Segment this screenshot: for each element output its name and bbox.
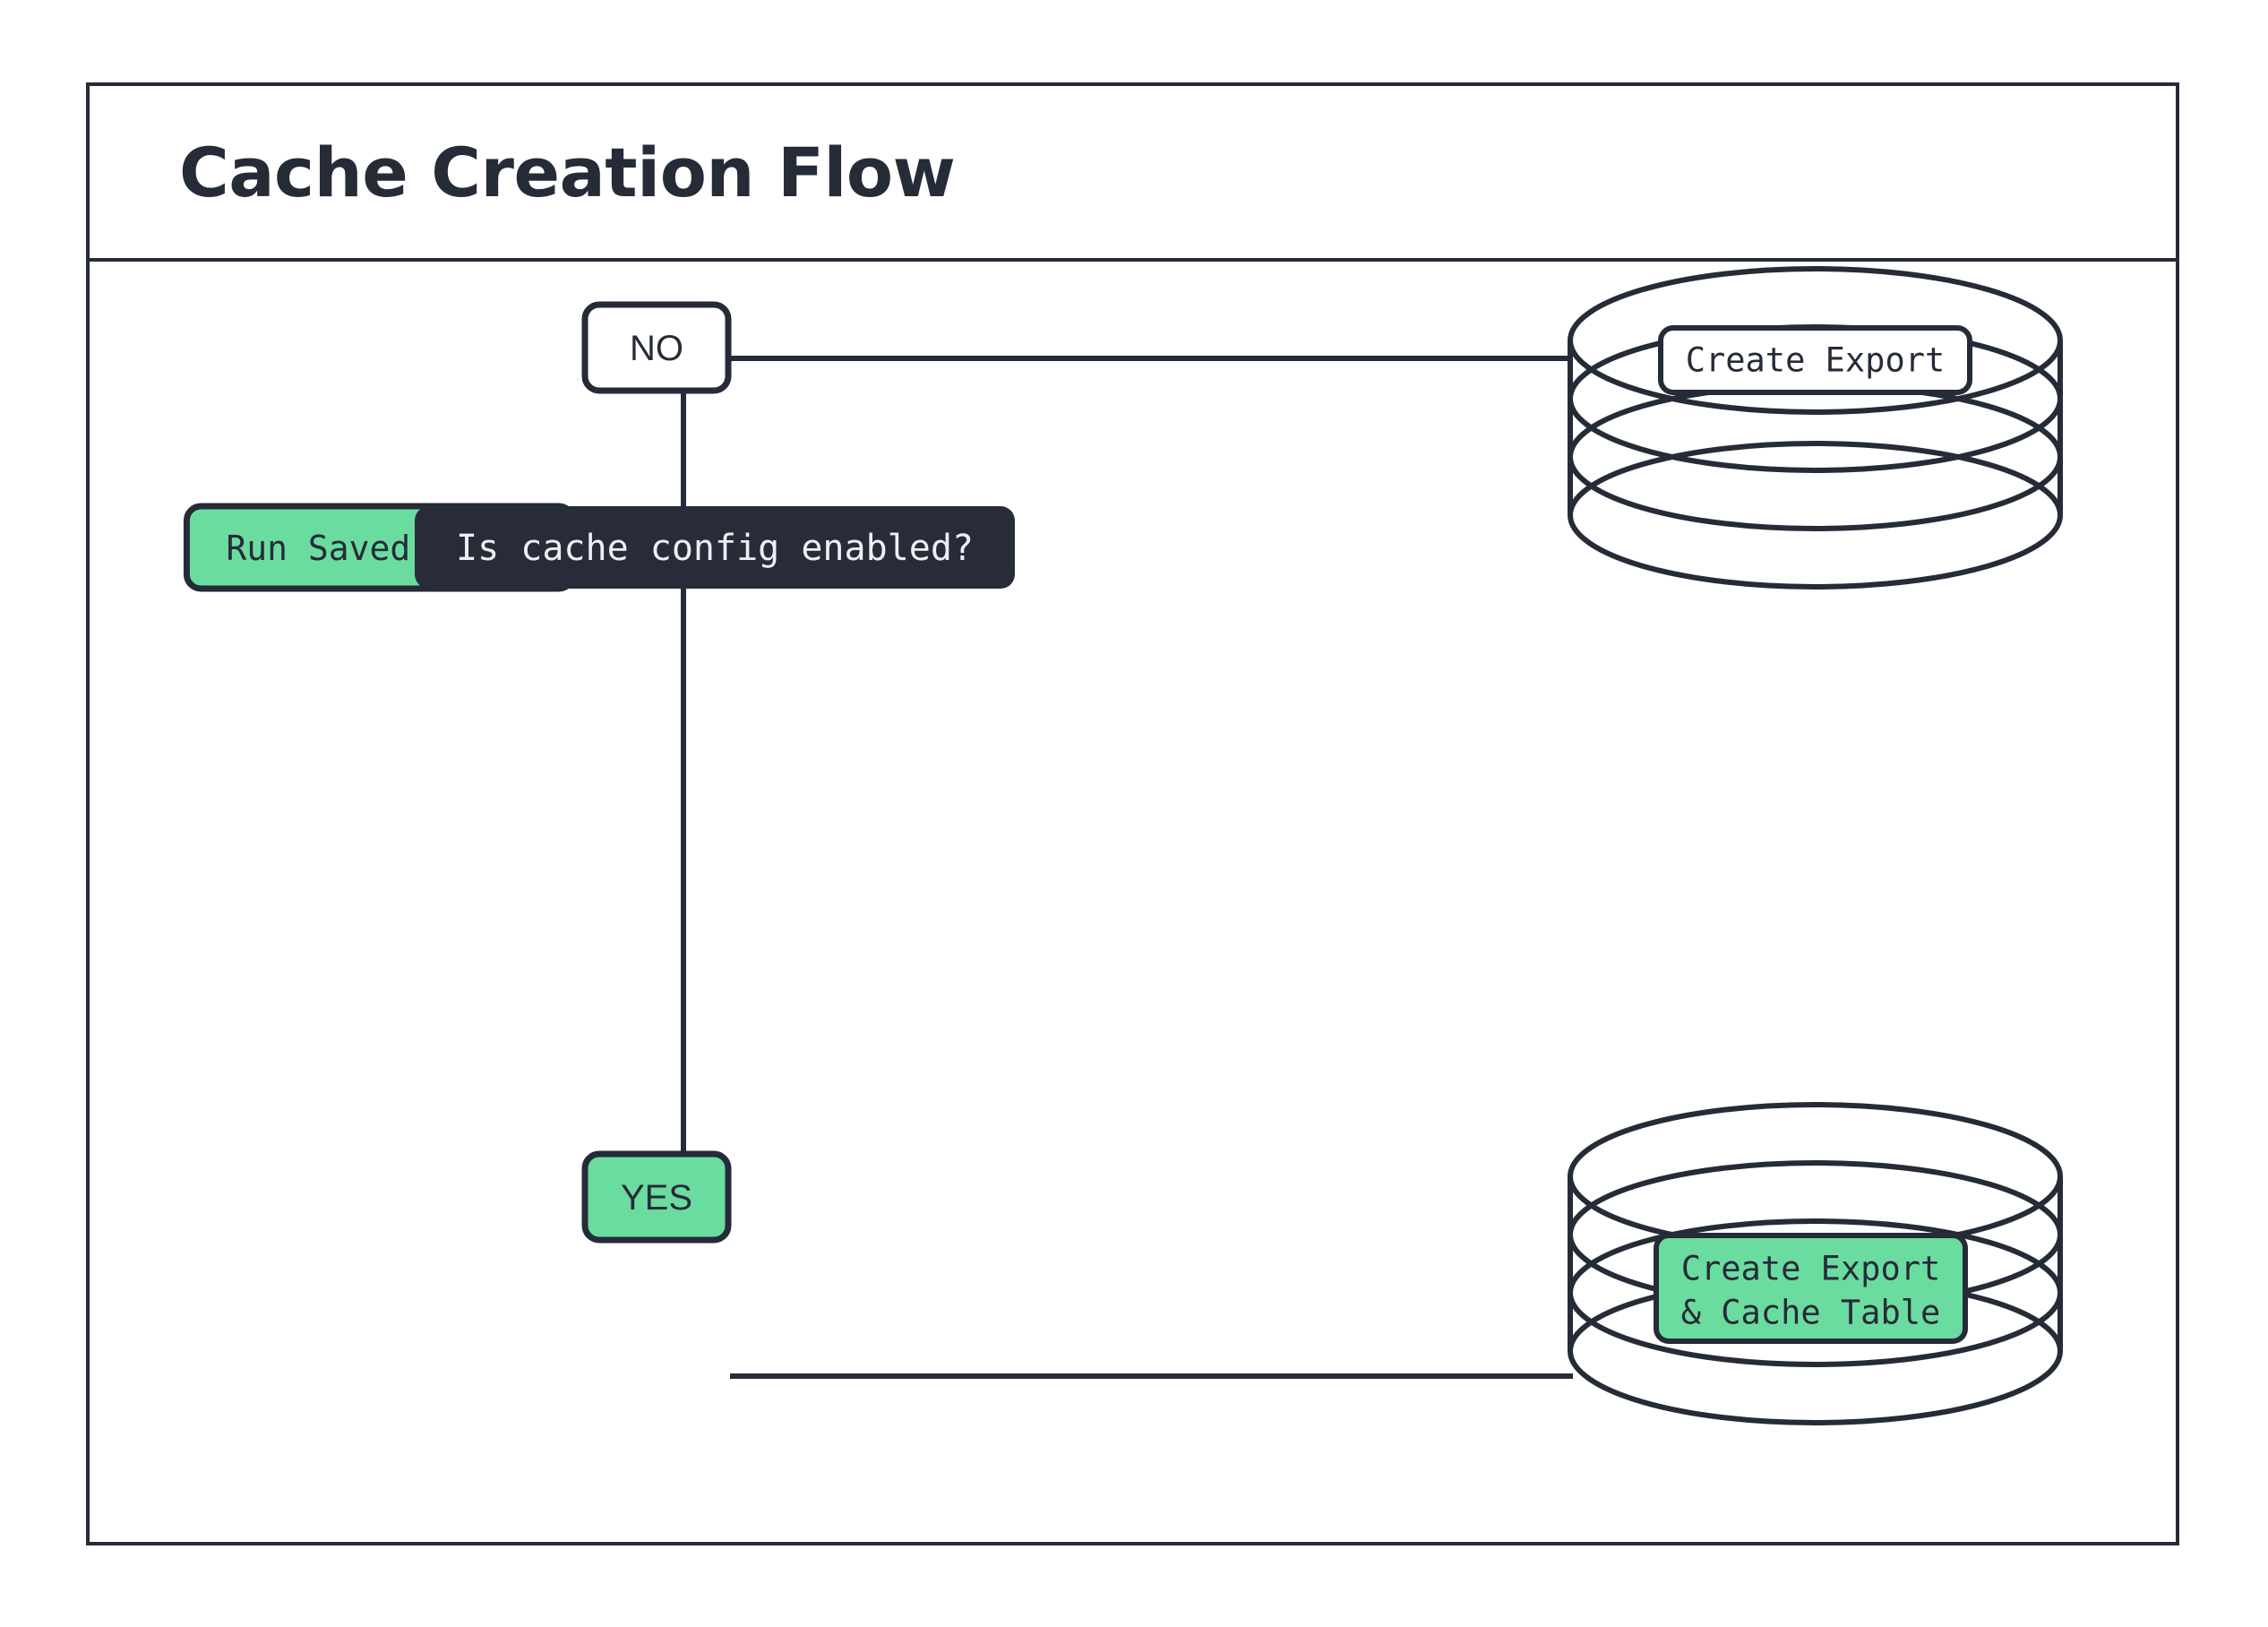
database-export-label-text: Create Export <box>1686 341 1946 380</box>
cylinder-ellipse-1 <box>1568 1102 2063 1251</box>
cylinder-ellipse-4 <box>1568 441 2063 590</box>
branch-no-node[interactable]: NO <box>581 301 732 394</box>
cache-config-decision-label: Is cache config enabled? <box>456 528 974 569</box>
flowchart-svg: Create Export Create Export & Cache Tabl… <box>183 266 2063 1425</box>
diagram-header: Cache Creation Flow <box>90 86 2176 262</box>
page-title: Cache Creation Flow <box>179 132 956 212</box>
branch-yes-node[interactable]: YES <box>581 1150 732 1244</box>
database-export-cache-label-line-1: Create Export <box>1681 1250 1941 1288</box>
cache-config-decision-box <box>415 506 1015 589</box>
database-export-label-box <box>1658 325 1972 395</box>
database-export-cache-cylinder[interactable]: Create Export & Cache Table <box>1568 1102 2063 1425</box>
database-export-cache-label-line-2: & Cache Table <box>1681 1294 1941 1332</box>
cache-config-decision-node[interactable]: Is cache config enabled? <box>415 506 1015 589</box>
database-export-cache-label-box <box>1654 1233 1968 1344</box>
branch-yes-box <box>581 1150 732 1244</box>
database-export-label[interactable]: Create Export <box>1658 325 1972 395</box>
branch-yes-label: YES <box>621 1178 692 1218</box>
branch-no-box <box>581 301 732 394</box>
database-export-cache-label[interactable]: Create Export & Cache Table <box>1654 1233 1968 1344</box>
cylinder-ellipse-3 <box>1568 1218 2063 1367</box>
branch-no-label: NO <box>630 329 683 368</box>
database-export-cylinder[interactable]: Create Export <box>1568 266 2063 590</box>
